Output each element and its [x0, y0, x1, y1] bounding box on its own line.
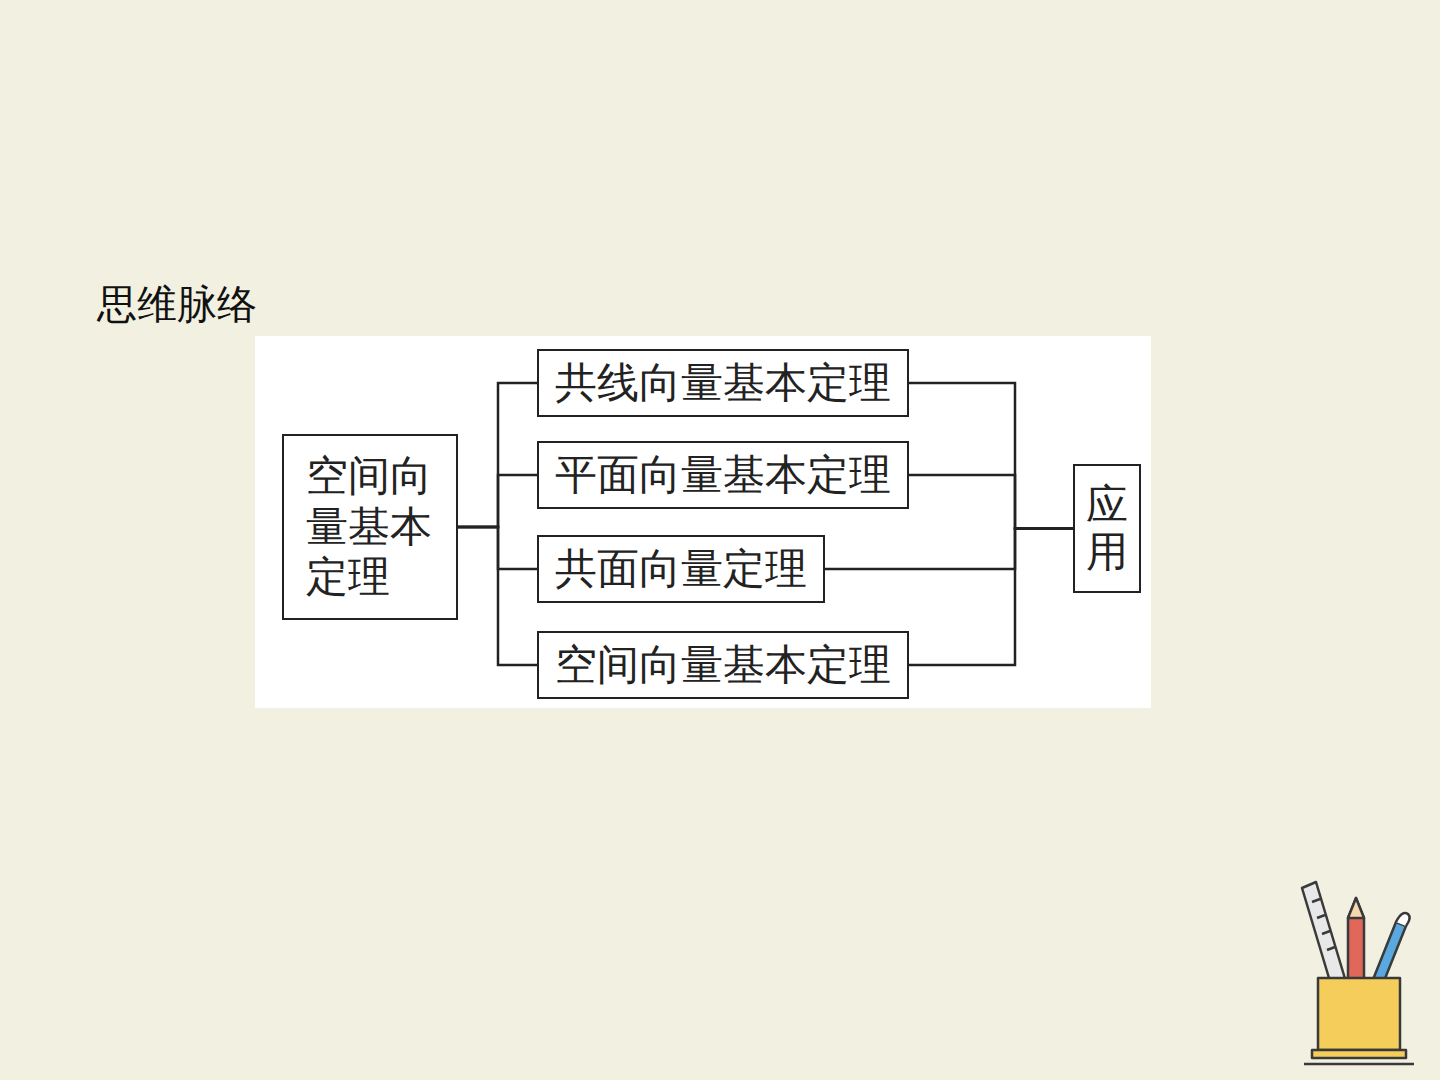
node-label: 空间向量基本定理	[545, 640, 901, 690]
bracket-connector	[458, 383, 537, 527]
application-box: 应用	[1073, 464, 1141, 593]
bracket-connector	[909, 383, 1073, 529]
node-label: 应用	[1086, 482, 1128, 574]
theorem-box: 共线向量基本定理	[537, 349, 909, 417]
node-label: 空间向量基本定理	[306, 451, 434, 602]
bracket-connector	[825, 529, 1073, 570]
bracket-connector	[909, 529, 1073, 666]
node-label: 平面向量基本定理	[545, 450, 901, 500]
theorem-box: 平面向量基本定理	[537, 441, 909, 509]
bracket-connector	[458, 475, 537, 527]
pencil-cup-icon	[1290, 870, 1420, 1070]
page-title: 思维脉络	[97, 280, 257, 328]
node-label: 共面向量定理	[545, 544, 817, 594]
theorem-box: 共面向量定理	[537, 535, 825, 603]
node-label: 共线向量基本定理	[545, 358, 901, 408]
topic-box: 空间向量基本定理	[282, 434, 458, 620]
bracket-connector	[458, 527, 537, 665]
theorem-box: 空间向量基本定理	[537, 631, 909, 699]
bracket-connector	[458, 527, 537, 569]
bracket-connector	[909, 475, 1073, 529]
